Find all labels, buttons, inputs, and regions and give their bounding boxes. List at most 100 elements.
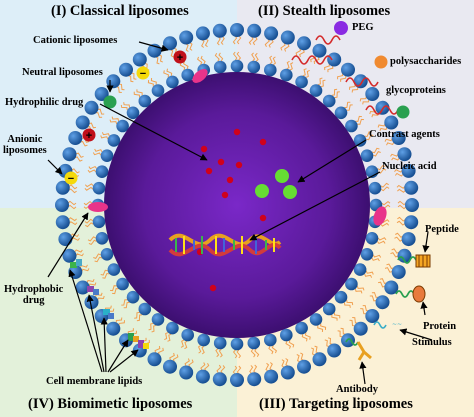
- lipid-tail: [88, 165, 97, 170]
- lipid-head: [247, 23, 262, 38]
- lipid-tail: [252, 36, 258, 46]
- membrane-protein: [128, 333, 139, 342]
- lipid-head: [404, 215, 419, 230]
- lipid-tail: [97, 295, 105, 301]
- lipid-head: [151, 84, 165, 97]
- lipid-tail: [265, 362, 270, 372]
- lipid-tail: [134, 311, 140, 319]
- lipid-tail: [299, 49, 305, 58]
- lipid-tail: [236, 35, 242, 45]
- lipid-tail: [220, 36, 225, 45]
- lipid-tail: [384, 267, 393, 273]
- lipid-head: [107, 263, 121, 276]
- lipid-head: [181, 68, 194, 82]
- lipid-tail: [200, 55, 206, 65]
- lipid-tail: [163, 70, 170, 78]
- lipid-tail: [364, 131, 372, 138]
- lipid-tail: [271, 345, 278, 354]
- lipid-tail: [253, 364, 258, 374]
- quadrant-title-stealth: (II) Stealth liposomes: [258, 3, 391, 19]
- lipid-tail: [396, 220, 406, 226]
- lipid-tail: [147, 80, 154, 87]
- lipid-tail: [123, 301, 130, 309]
- lipid-tail: [354, 288, 363, 294]
- membrane-protein: [70, 259, 82, 268]
- lipid-tail: [68, 188, 77, 194]
- lipid-tail: [301, 334, 308, 342]
- lipid-head: [391, 131, 406, 145]
- lipid-tail: [204, 363, 210, 372]
- nucleic-acid-helix: [168, 233, 282, 257]
- lipid-tail: [249, 365, 254, 374]
- lipid-tail: [218, 348, 223, 358]
- lipid-tail: [155, 56, 160, 65]
- lipid-tail: [305, 69, 310, 78]
- lipid-tail: [327, 65, 334, 73]
- svg-text:+: +: [177, 52, 183, 64]
- lipid-tail: [268, 39, 274, 48]
- lipid-head: [384, 115, 399, 130]
- lipid-tail: [248, 36, 254, 45]
- lipid-tail: [218, 52, 224, 62]
- lipid-head: [368, 181, 382, 195]
- label-protein: Protein: [423, 321, 457, 332]
- lipid-tail: [87, 169, 97, 173]
- lipid-tail: [380, 186, 390, 192]
- lipid-tail: [381, 200, 391, 206]
- lipid-tail: [254, 348, 260, 357]
- lipid-tail: [355, 115, 362, 122]
- lipid-tail: [333, 312, 341, 319]
- lipid-tail: [340, 75, 347, 82]
- lipid-tail: [352, 317, 358, 324]
- lipid-tail: [317, 325, 324, 333]
- lipid-tail: [397, 188, 406, 193]
- lipid-head: [327, 52, 342, 67]
- lipid-tail: [201, 345, 205, 355]
- lipid-head: [92, 181, 106, 195]
- lipid-tail: [324, 63, 330, 71]
- lipid-tail: [86, 279, 95, 284]
- lipid-head: [84, 100, 99, 115]
- lipid-tail: [116, 86, 122, 93]
- lipid-tail: [85, 222, 94, 228]
- label-cationic-liposomes: Cationic liposomes: [33, 35, 118, 46]
- lipid-tail: [304, 332, 311, 340]
- lipid-head: [195, 26, 210, 41]
- label-anionic-line2: liposomes: [3, 145, 47, 157]
- neutral-marker: [103, 95, 117, 109]
- lipid-tail: [172, 354, 179, 363]
- lipid-tail: [158, 54, 163, 63]
- lipid-head: [322, 302, 336, 316]
- lipid-tail: [97, 108, 105, 115]
- lipid-tail: [104, 305, 112, 311]
- lipid-tail: [232, 349, 238, 359]
- quadrant-title-targeting: (III) Targeting liposomes: [259, 396, 413, 412]
- lipid-tail: [127, 328, 134, 335]
- lipid-tail: [121, 299, 128, 306]
- lipid-tail: [394, 236, 403, 242]
- lipid-head: [280, 365, 295, 380]
- lipid-head: [397, 147, 412, 162]
- lipid-head: [116, 277, 129, 291]
- lipid-tail: [201, 39, 205, 48]
- lipid-tail: [362, 99, 370, 105]
- lipid-tail: [67, 200, 77, 206]
- label-nucleic-acid: Nucleic acid: [382, 161, 437, 172]
- lipid-tail: [68, 217, 77, 222]
- lipid-head: [309, 313, 323, 326]
- lipid-tail: [396, 184, 406, 189]
- contrast-agents: [255, 169, 297, 199]
- lipid-tail: [362, 305, 369, 312]
- lipid-tail: [189, 42, 193, 51]
- svg-text:−: −: [140, 68, 146, 80]
- label-peg: PEG: [352, 22, 374, 33]
- lipid-tail: [188, 359, 194, 368]
- lipid-head: [132, 52, 147, 67]
- label-hydrophobic-drug: Hydrophobic drug: [4, 284, 63, 306]
- lipid-tail: [184, 340, 188, 350]
- lipid-head: [100, 149, 114, 162]
- lipid-head: [247, 372, 262, 387]
- lipid-tail: [84, 186, 94, 191]
- lipid-tail: [343, 302, 351, 308]
